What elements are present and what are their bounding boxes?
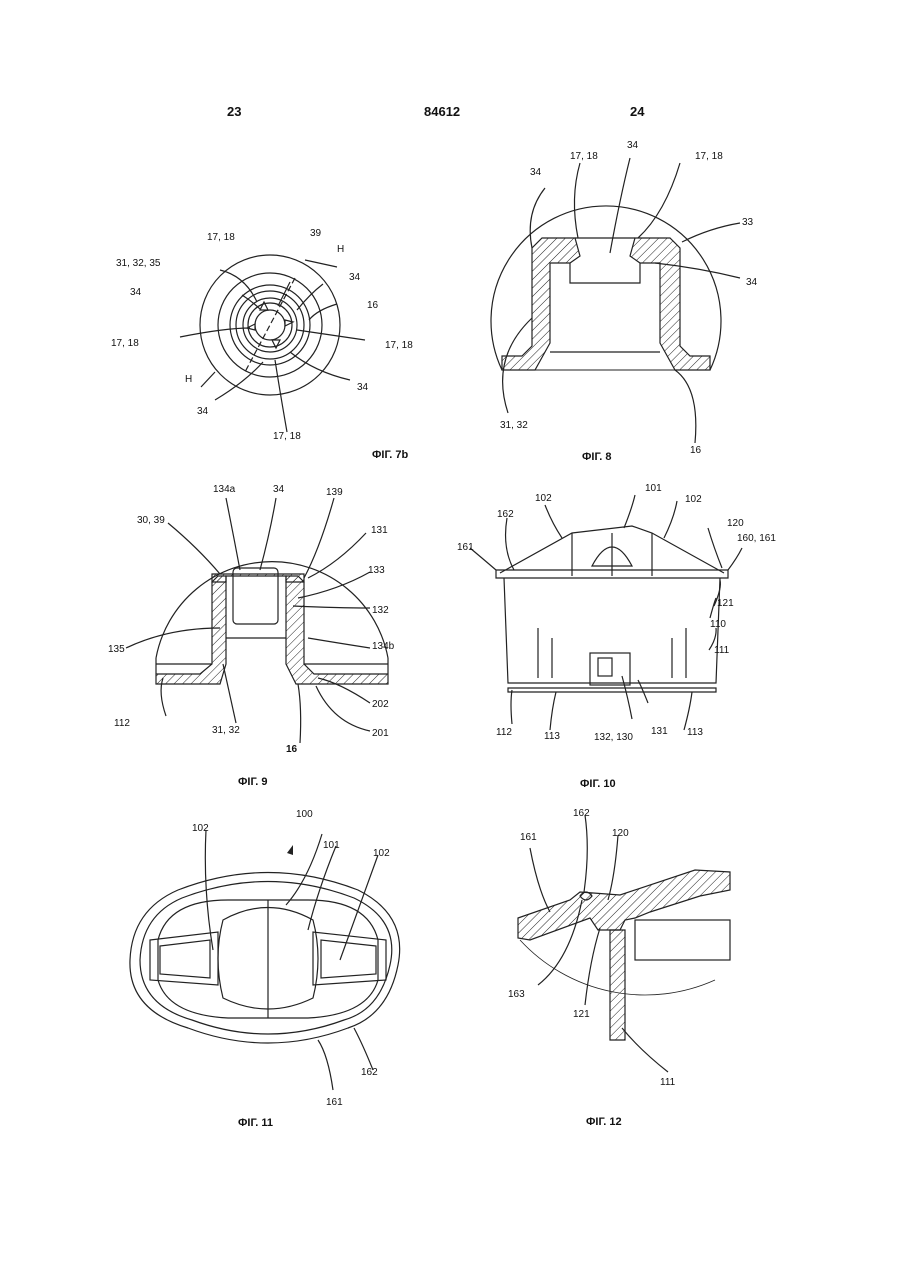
fig12-label: 111 (660, 1077, 676, 1088)
fig10-label: 112 (496, 727, 512, 738)
figure-10: 101 102 102 162 120 161 160, 161 121 110… (452, 478, 792, 798)
fig8-label: 34 (746, 277, 758, 288)
page-number-left: 23 (227, 104, 241, 119)
fig9-label: 201 (372, 728, 389, 739)
fig7b-label: 17, 18 (207, 232, 235, 243)
fig10-label: 111 (714, 645, 730, 656)
fig9-label: 31, 32 (212, 725, 240, 736)
figure-7b: 17, 18 39 H 31, 32, 35 34 34 16 17, 18 1… (105, 222, 435, 467)
fig11-label: 161 (326, 1097, 343, 1108)
fig11-caption: ФIГ. 11 (238, 1117, 273, 1129)
fig8-drawing (502, 238, 710, 370)
fig12-label: 161 (520, 832, 537, 843)
page-number-right: 24 (630, 104, 644, 119)
fig7b-label: 34 (130, 287, 142, 298)
fig7b-label: 31, 32, 35 (116, 258, 161, 269)
fig9-label: 202 (372, 699, 389, 710)
fig12-caption: ФIГ. 12 (586, 1116, 622, 1128)
fig7b-label: H (337, 244, 344, 255)
fig8-label: 34 (627, 140, 639, 151)
figure-11: 100 102 101 102 162 161 ФIГ. 11 (118, 800, 418, 1135)
fig10-label: 132, 130 (594, 732, 633, 743)
fig10-drawing (470, 495, 742, 730)
fig10-label: 131 (651, 726, 668, 737)
fig10-label: 101 (645, 483, 662, 494)
figure-8: 17, 18 34 17, 18 34 33 34 31, 32 16 ФIГ.… (470, 138, 770, 468)
fig10-label: 161 (457, 542, 474, 553)
fig7b-label: 16 (367, 300, 379, 311)
fig10-label: 102 (535, 493, 552, 504)
fig8-label: 34 (530, 167, 542, 178)
fig10-label: 121 (717, 598, 734, 609)
fig12-label: 162 (573, 808, 590, 819)
fig11-drawing (130, 830, 400, 1090)
fig8-label: 17, 18 (695, 151, 723, 162)
fig11-label: 102 (373, 848, 390, 859)
fig9-label: 134b (372, 641, 395, 652)
fig10-label: 162 (497, 509, 514, 520)
fig8-label: 17, 18 (570, 151, 598, 162)
fig12-drawing (518, 870, 730, 1040)
fig7b-caption: ФIГ. 7b (372, 449, 409, 461)
fig8-label: 31, 32 (500, 420, 528, 431)
fig9-label: 133 (368, 565, 385, 576)
fig12-label: 163 (508, 989, 525, 1000)
fig9-label: 112 (114, 718, 130, 729)
fig9-label: 135 (108, 644, 125, 655)
document-number: 84612 (424, 104, 460, 119)
fig10-caption: ФIГ. 10 (580, 778, 616, 790)
fig8-label: 33 (742, 217, 754, 228)
fig8-caption: ФIГ. 8 (582, 451, 612, 463)
fig9-label: 134a (213, 484, 236, 495)
fig7b-label: 34 (349, 272, 361, 283)
fig10-label: 113 (544, 731, 560, 742)
fig10-label: 102 (685, 494, 702, 505)
fig11-label: 102 (192, 823, 209, 834)
fig12-label: 120 (612, 828, 629, 839)
fig9-label: 139 (326, 487, 343, 498)
fig11-label: 162 (361, 1067, 378, 1078)
fig10-label: 120 (727, 518, 744, 529)
fig7b-label: 17, 18 (273, 431, 301, 442)
figure-9: 134a 34 139 30, 39 131 133 132 135 134b … (108, 478, 428, 798)
fig10-label: 160, 161 (737, 533, 776, 544)
fig9-label: 131 (371, 525, 388, 536)
fig9-label: 34 (273, 484, 285, 495)
fig7b-label: H (185, 374, 192, 385)
fig9-caption: ФIГ. 9 (238, 776, 268, 788)
fig12-label: 121 (573, 1009, 590, 1020)
fig7b-label: 39 (310, 228, 322, 239)
fig7b-label: 34 (197, 406, 209, 417)
fig9-label: 132 (372, 605, 389, 616)
figure-12: 162 161 120 163 121 111 ФIГ. 12 (490, 800, 750, 1135)
fig7b-label: 17, 18 (111, 338, 139, 349)
fig11-label: 100 (296, 809, 313, 820)
fig7b-label: 17, 18 (385, 340, 413, 351)
fig8-label: 16 (690, 445, 702, 456)
fig10-label: 110 (710, 619, 726, 630)
fig11-label: 101 (323, 840, 340, 851)
fig9-label: 16 (286, 744, 298, 755)
fig9-drawing (156, 574, 388, 684)
fig7b-label: 34 (357, 382, 369, 393)
fig9-label: 30, 39 (137, 515, 165, 526)
fig10-label: 113 (687, 727, 703, 738)
